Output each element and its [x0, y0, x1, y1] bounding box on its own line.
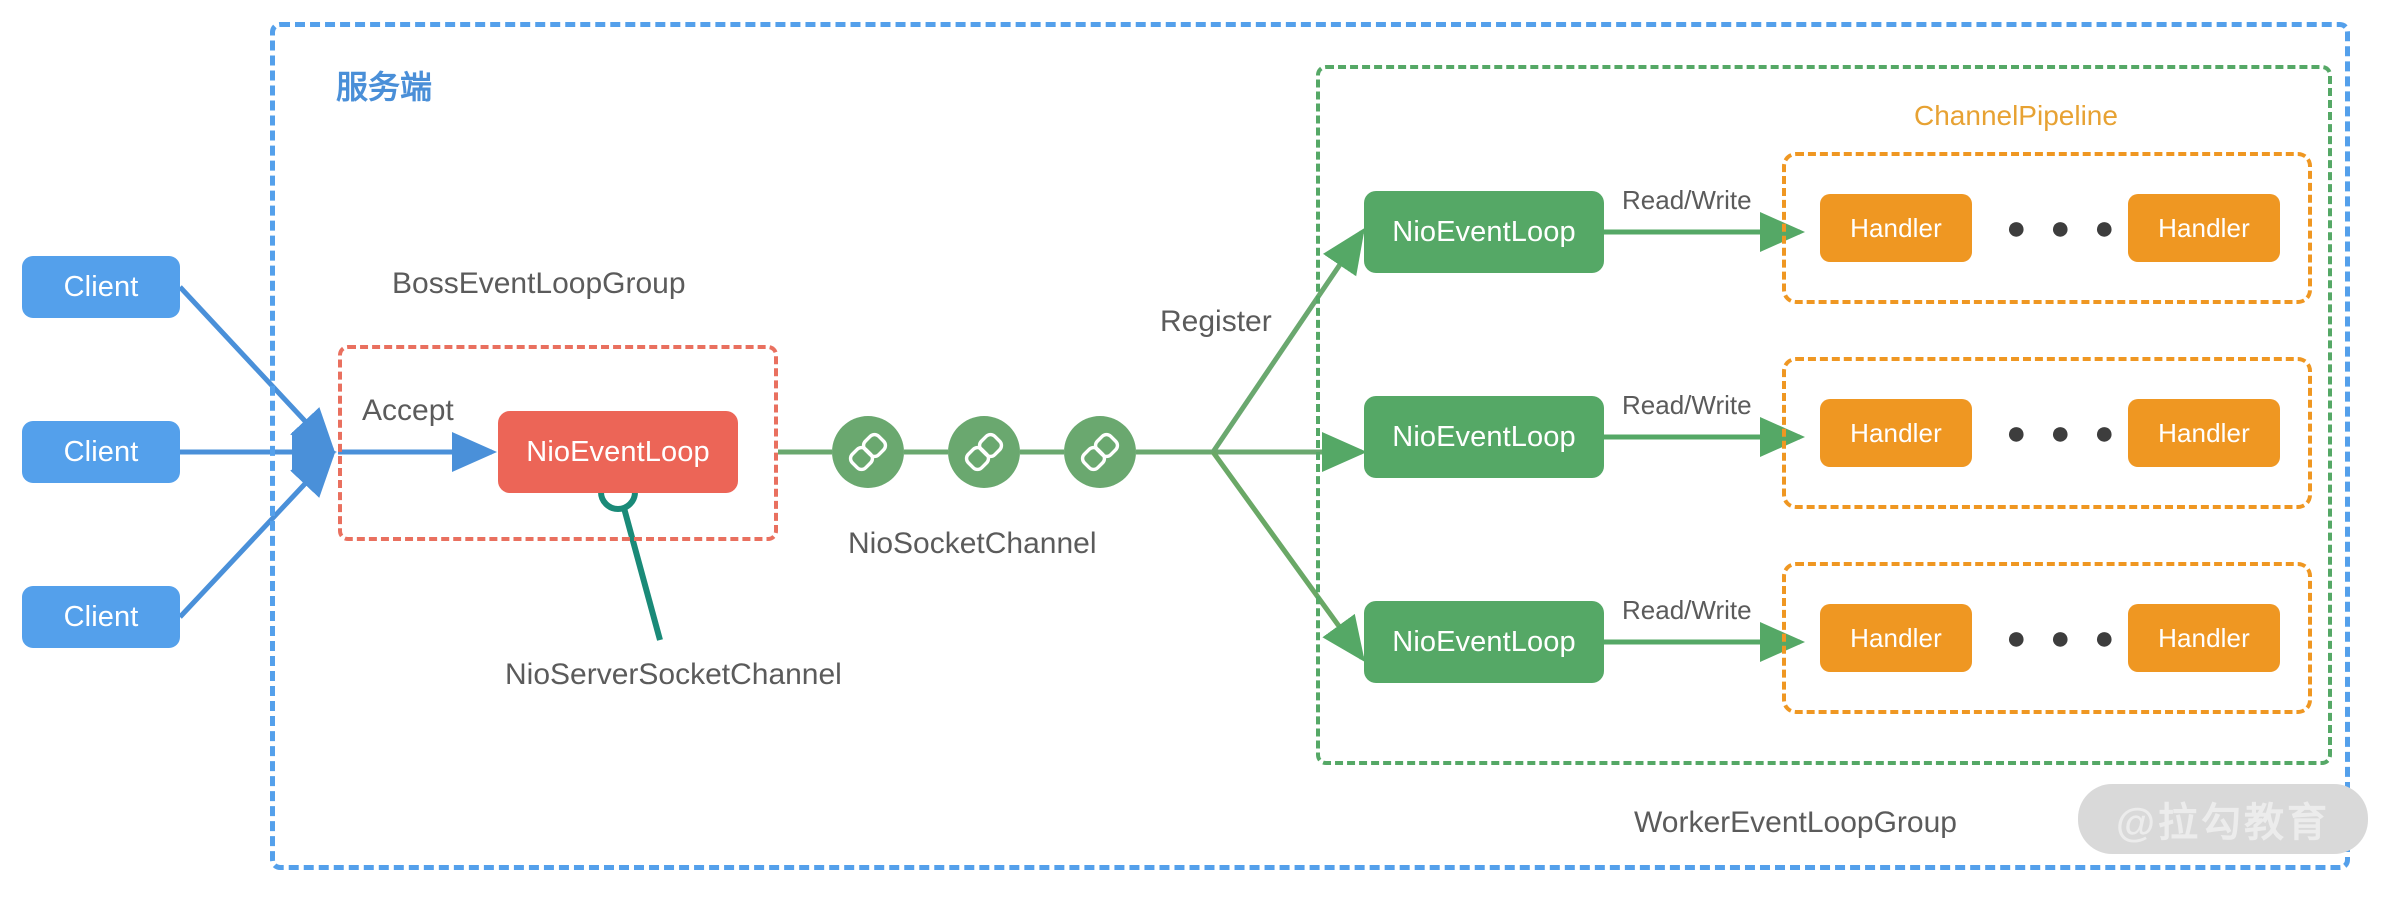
client-label: Client [63, 435, 139, 468]
nio-socket-channel-1[interactable] [832, 416, 904, 488]
worker-nio-event-loop-label: NioEventLoop [1392, 420, 1576, 453]
handler-box-3a[interactable]: Handler [1820, 604, 1972, 672]
boss-nio-event-loop[interactable]: NioEventLoop [498, 411, 738, 493]
boss-event-loop-group-label: BossEventLoopGroup [392, 267, 686, 300]
handler-box-3b[interactable]: Handler [2128, 604, 2280, 672]
read-write-label-1: Read/Write [1622, 185, 1752, 215]
channel-pipeline-container-1 [1782, 152, 2312, 304]
server-title: 服务端 [336, 69, 433, 105]
read-write-label-3: Read/Write [1622, 595, 1752, 625]
boss-event-loop-group-container [338, 345, 778, 541]
handler-label: Handler [2158, 417, 2250, 448]
client-label: Client [63, 600, 139, 633]
link-icon [1080, 432, 1120, 472]
nio-socket-channel-2[interactable] [948, 416, 1020, 488]
handler-label: Handler [2158, 212, 2250, 243]
handler-box-1a[interactable]: Handler [1820, 194, 1972, 262]
worker-nio-event-loop-2[interactable]: NioEventLoop [1364, 396, 1604, 478]
channel-pipeline-container-2 [1782, 357, 2312, 509]
client-box-1[interactable]: Client [22, 256, 180, 318]
nio-socket-channel-3[interactable] [1064, 416, 1136, 488]
channel-pipeline-label: ChannelPipeline [1914, 100, 2118, 131]
link-icon [848, 432, 888, 472]
read-write-label-2: Read/Write [1622, 390, 1752, 420]
worker-nio-event-loop-3[interactable]: NioEventLoop [1364, 601, 1604, 683]
nio-server-socket-channel-label: NioServerSocketChannel [505, 658, 842, 691]
accept-label: Accept [362, 394, 454, 427]
worker-event-loop-group-label: WorkerEventLoopGroup [1634, 806, 1957, 839]
link-icon [964, 432, 1004, 472]
worker-nio-event-loop-label: NioEventLoop [1392, 625, 1576, 658]
handler-label: Handler [1850, 622, 1942, 653]
client-label: Client [63, 270, 139, 303]
handler-box-1b[interactable]: Handler [2128, 194, 2280, 262]
server-container [270, 22, 2350, 870]
arrow-client1-to-accept [178, 285, 336, 454]
client-box-2[interactable]: Client [22, 421, 180, 483]
handler-label: Handler [2158, 622, 2250, 653]
handler-label: Handler [1850, 417, 1942, 448]
arrow-register-to-worker3 [1210, 450, 1365, 663]
nio-server-socket-channel-leader-line [621, 507, 663, 641]
nio-socket-channel-label: NioSocketChannel [848, 527, 1097, 560]
arrow-register-to-worker1 [1210, 227, 1365, 454]
worker-nio-event-loop-1[interactable]: NioEventLoop [1364, 191, 1604, 273]
channel-pipeline-container-3 [1782, 562, 2312, 714]
boss-nio-event-loop-label: NioEventLoop [526, 435, 710, 468]
register-label: Register [1160, 305, 1272, 338]
handler-label: Handler [1850, 212, 1942, 243]
handler-box-2a[interactable]: Handler [1820, 399, 1972, 467]
arrow-client3-to-accept [178, 451, 336, 619]
client-box-3[interactable]: Client [22, 586, 180, 648]
worker-nio-event-loop-label: NioEventLoop [1392, 215, 1576, 248]
watermark: @拉勾教育 [2078, 784, 2368, 854]
worker-event-loop-group-container [1316, 65, 2332, 765]
handler-box-2b[interactable]: Handler [2128, 399, 2280, 467]
